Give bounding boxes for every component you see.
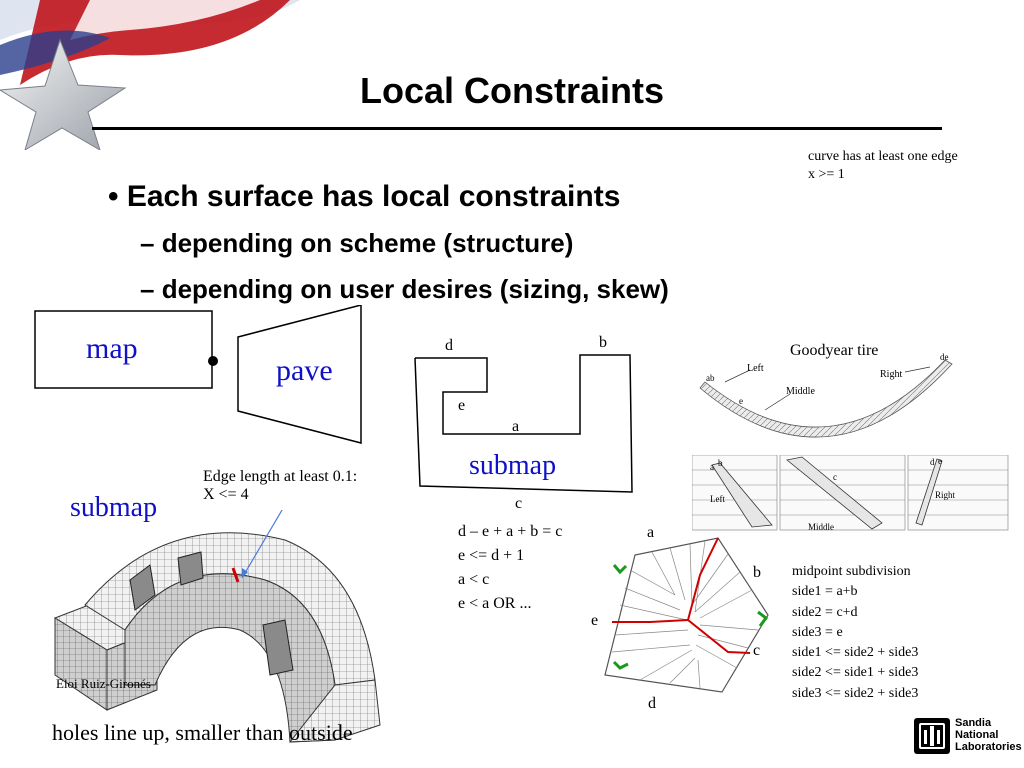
logo-line: Laboratories bbox=[955, 741, 1022, 753]
submap-outline bbox=[414, 354, 633, 493]
logo-line: National bbox=[955, 729, 999, 741]
constraint-line: side1 = a+b bbox=[792, 584, 858, 600]
panel-label-left: Left bbox=[710, 494, 725, 504]
tire-panels bbox=[692, 455, 1009, 531]
map-dot bbox=[208, 356, 218, 366]
vertex-label-c: c bbox=[753, 642, 761, 659]
arch-submap-label: submap bbox=[70, 492, 158, 523]
tire-label-left: Left bbox=[747, 363, 764, 374]
panel-label-middle: Middle bbox=[808, 522, 834, 532]
equation: a < c bbox=[458, 571, 490, 588]
constraint-line: midpoint subdivision bbox=[792, 564, 911, 579]
map-rectangle bbox=[34, 310, 213, 389]
page-title: Local Constraints bbox=[359, 70, 665, 111]
equation: e <= d + 1 bbox=[458, 547, 525, 564]
constraint-line: side3 = e bbox=[792, 624, 843, 640]
constraint-line: side3 <= side2 + side3 bbox=[792, 685, 919, 701]
vertex-label-a: a bbox=[647, 524, 655, 541]
title-rule bbox=[92, 127, 942, 130]
panel-label-b: b bbox=[718, 458, 723, 468]
edge-label-a: a bbox=[512, 418, 520, 435]
map-label: map bbox=[86, 332, 138, 365]
bullet-text: depending on scheme (structure) bbox=[161, 228, 574, 258]
flag-star-decoration bbox=[0, 0, 300, 150]
pave-label: pave bbox=[276, 354, 333, 387]
pave-quad bbox=[237, 305, 362, 444]
vertex-label-b: b bbox=[753, 564, 761, 581]
sandia-logo-icon bbox=[914, 718, 950, 754]
vertex-label-d: d bbox=[648, 695, 656, 712]
edge-length-note: Edge length at least 0.1: X <= 4 bbox=[203, 468, 357, 504]
equation: d – e + a + b = c bbox=[458, 523, 563, 540]
note-line: Edge length at least 0.1: bbox=[203, 468, 358, 485]
submap-equations: d – e + a + b = c e <= d + 1 a < c e < a… bbox=[458, 520, 562, 616]
constraint-line: side2 <= side1 + side3 bbox=[792, 665, 919, 681]
tire-label-e: e bbox=[739, 396, 743, 406]
constraint-line: side1 <= side2 + side3 bbox=[792, 645, 919, 661]
arch-caption: holes line up, smaller than outside bbox=[52, 720, 353, 745]
panel-label-a: a bbox=[710, 462, 714, 472]
note-curve-edge: curve has at least one edge x >= 1 bbox=[808, 148, 958, 184]
bullet-text: Each surface has local constraints bbox=[126, 180, 621, 213]
map-pave-diagram bbox=[34, 305, 362, 444]
panel-label-c: c bbox=[833, 472, 837, 482]
bullet-text: depending on user desires (sizing, skew) bbox=[161, 274, 669, 304]
edge-label-e: e bbox=[458, 397, 466, 414]
tire-cross-section bbox=[699, 359, 953, 438]
tire-title: Goodyear tire bbox=[790, 342, 879, 359]
edge-label-c: c bbox=[515, 495, 523, 512]
equation: e < a OR ... bbox=[458, 595, 532, 612]
note-line: x >= 1 bbox=[808, 167, 845, 182]
bullet-level2-user: – depending on user desires (sizing, ske… bbox=[140, 274, 669, 305]
note-line: curve has at least one edge bbox=[808, 149, 958, 164]
panel-label-d: d bbox=[930, 457, 935, 467]
submap-boundary bbox=[414, 354, 633, 493]
constraint-line: side2 = c+d bbox=[792, 604, 858, 620]
bullet-marker: – bbox=[140, 228, 155, 258]
logo-line: Sandia bbox=[955, 717, 992, 729]
edge-label-d: d bbox=[445, 337, 453, 354]
sandia-logo-text: Sandia National Laboratories bbox=[955, 717, 1022, 753]
panel-label-e: e bbox=[938, 456, 942, 466]
submap-label: submap bbox=[469, 450, 557, 481]
bullet-marker: • bbox=[108, 180, 119, 213]
panel-label-right: Right bbox=[935, 490, 956, 500]
tire-label-right: Right bbox=[880, 369, 903, 380]
bullet-level2-scheme: – depending on scheme (structure) bbox=[140, 228, 573, 259]
tire-label-middle: Middle bbox=[786, 386, 815, 397]
vertex-label-e: e bbox=[591, 612, 599, 629]
midpoint-pentagon bbox=[604, 537, 769, 693]
credit-author: Eloi Ruiz-Gironés bbox=[56, 676, 151, 691]
bullet-marker: – bbox=[140, 274, 155, 304]
tire-label-ab: ab bbox=[706, 373, 715, 383]
edge-label-b: b bbox=[599, 334, 607, 351]
tire-label-de: de bbox=[940, 352, 949, 362]
arch-mesh-figure bbox=[53, 510, 381, 743]
note-line: X <= 4 bbox=[203, 486, 249, 503]
bullet-level1: • Each surface has local constraints bbox=[108, 180, 620, 214]
midpoint-constraints: midpoint subdivision side1 = a+b side2 =… bbox=[792, 562, 918, 704]
